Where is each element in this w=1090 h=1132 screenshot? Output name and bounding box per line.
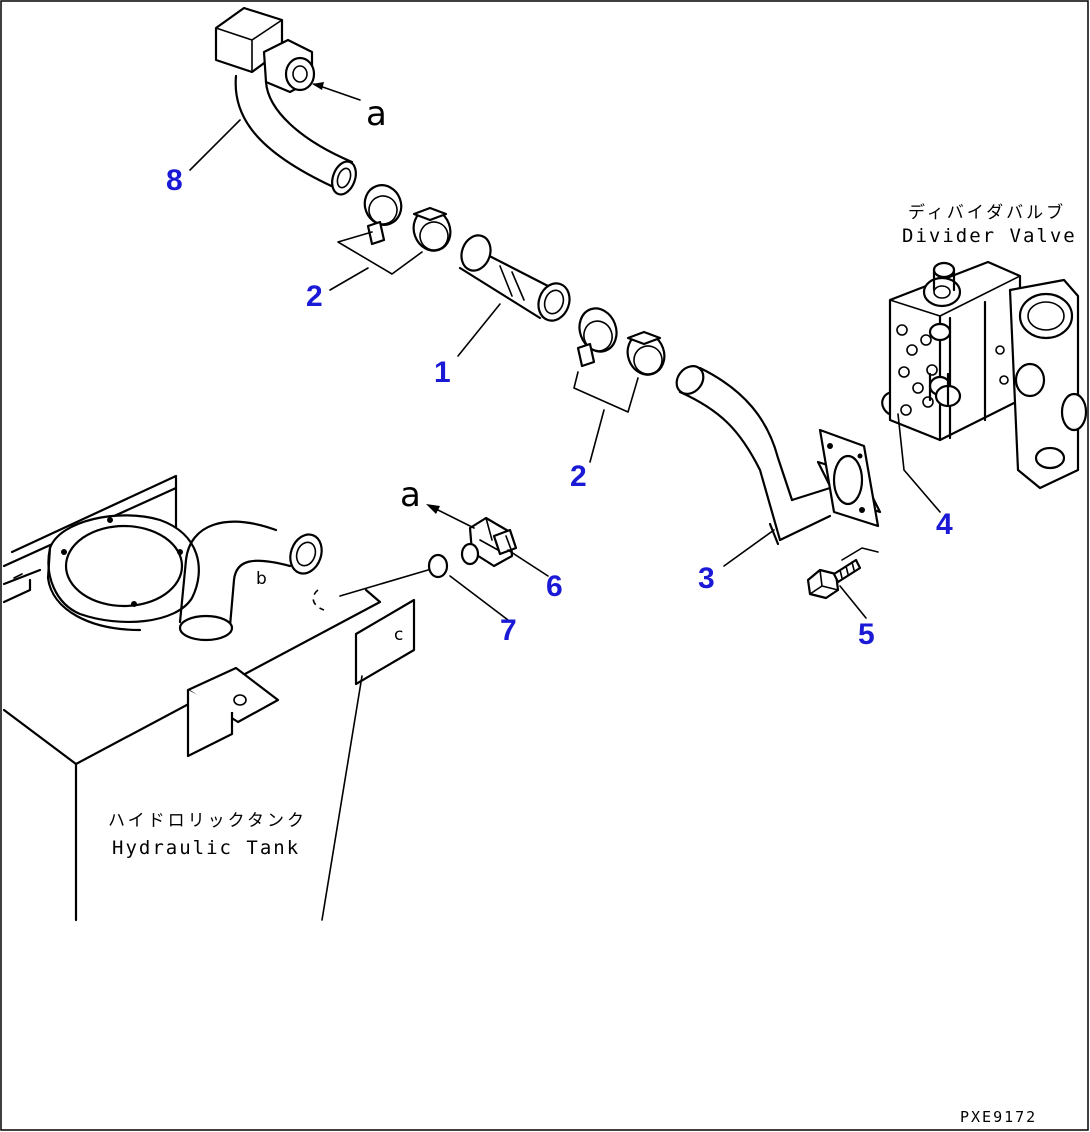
callout-4: 4 xyxy=(936,508,953,541)
callout-5: 5 xyxy=(858,618,875,651)
ref-a-top-label: a xyxy=(366,94,387,134)
callout-8: 8 xyxy=(166,164,183,197)
part-8-elbow-hose xyxy=(214,6,357,196)
callout-1: 1 xyxy=(434,356,451,389)
text-labels: ディバイダバルブ Divider Valve ハイドロリックタンク Hydrau… xyxy=(108,202,1077,1126)
callout-6: 6 xyxy=(546,570,563,603)
callout-2-lower: 2 xyxy=(570,460,587,493)
hydraulic-tank-jp-label: ハイドロリックタンク xyxy=(108,811,307,831)
part-3-pipe-with-flange xyxy=(675,365,882,546)
part-7-o-ring xyxy=(339,553,449,597)
ref-c-label: c xyxy=(394,625,406,645)
callout-numbers: 8 2 1 2 3 4 5 6 7 xyxy=(166,164,953,651)
hydraulic-tank: b c xyxy=(2,474,416,922)
callout-2-upper: 2 xyxy=(306,280,323,313)
reference-arrow-a-mid: a xyxy=(400,475,475,529)
ref-a-mid-label: a xyxy=(400,475,421,515)
divider-valve-jp-label: ディバイダバルブ xyxy=(908,202,1066,223)
drawing-code: PXE9172 xyxy=(960,1108,1037,1126)
divider-valve-en-label: Divider Valve xyxy=(902,225,1077,247)
part-5-bolt xyxy=(806,547,879,600)
part-1-hose xyxy=(458,234,571,322)
part-2-clamp-pair-upper xyxy=(337,184,452,275)
callout-7: 7 xyxy=(500,614,517,647)
reference-arrow-a-top: a xyxy=(312,82,387,134)
divider-valve xyxy=(888,260,1088,490)
hydraulic-tank-en-label: Hydraulic Tank xyxy=(112,837,300,859)
ref-b-label: b xyxy=(256,569,270,589)
part-2-clamp-pair-lower xyxy=(573,307,666,413)
leader-lines xyxy=(189,119,941,621)
callout-3: 3 xyxy=(698,562,715,595)
part-6-fitting xyxy=(460,516,518,568)
